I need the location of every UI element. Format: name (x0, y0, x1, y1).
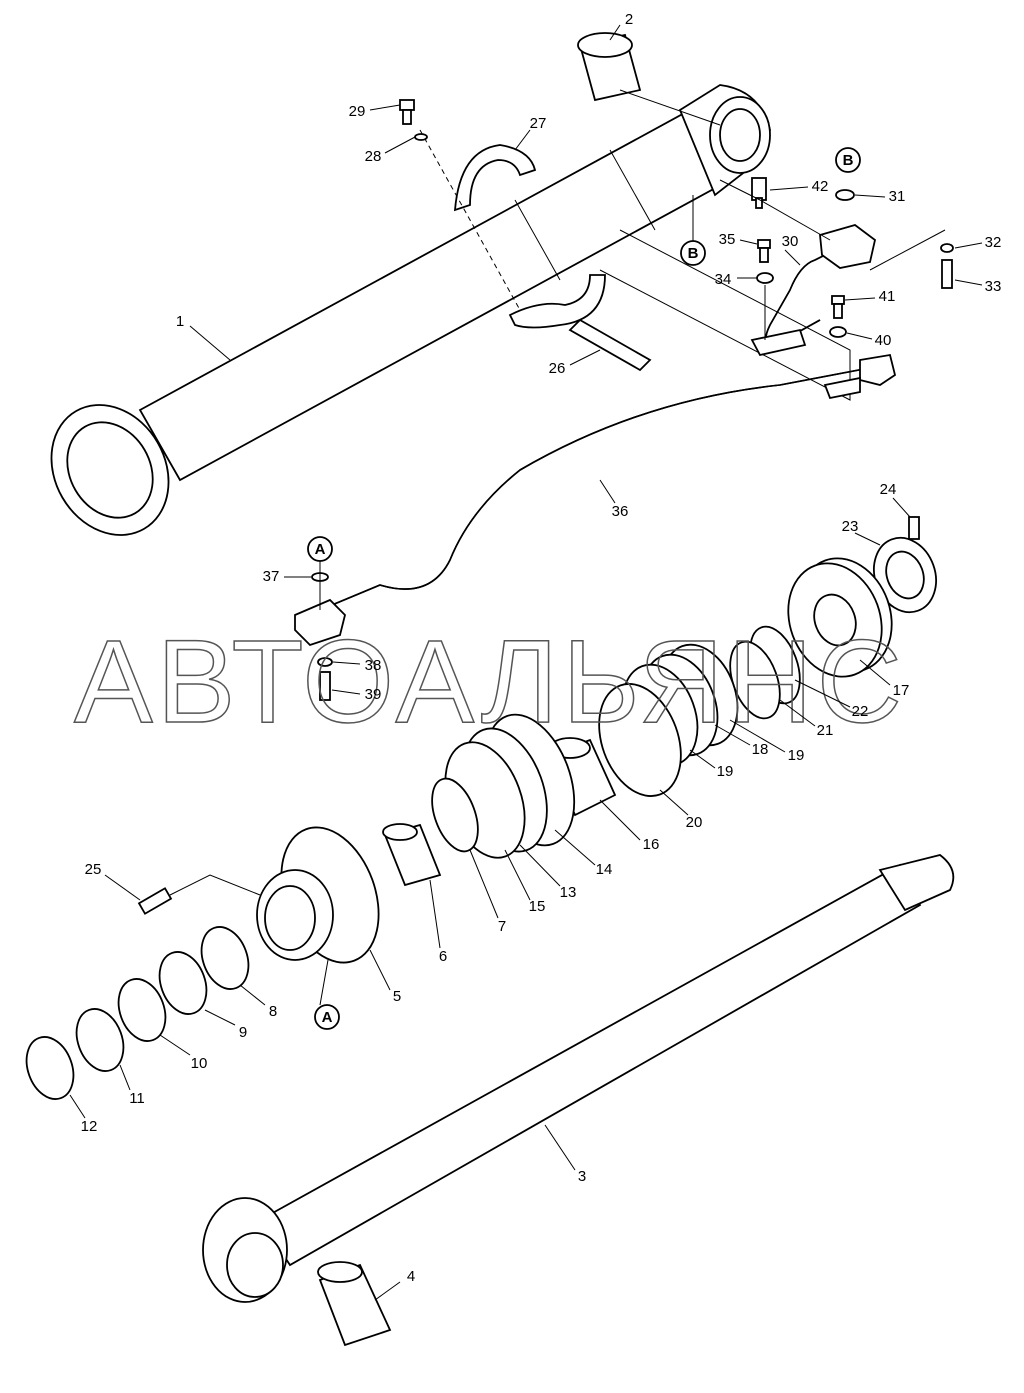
washer-34 (756, 272, 774, 284)
tube-eye-end (678, 84, 771, 197)
label-39: 39 (365, 686, 382, 703)
label-28: 28 (365, 148, 382, 165)
label-32: 32 (985, 234, 1002, 251)
piston-17 (787, 557, 893, 678)
label-13: 13 (560, 884, 577, 901)
pipe-36 (294, 353, 897, 647)
label-23: 23 (842, 518, 859, 535)
pipe-30 (750, 224, 877, 357)
seals-8-12 (25, 926, 250, 1100)
label-15: 15 (529, 898, 546, 915)
label-38: 38 (365, 657, 382, 674)
assembly-line (419, 129, 521, 311)
assembly-line (719, 179, 831, 241)
bolt-25 (137, 887, 173, 915)
label-24: 24 (880, 481, 897, 498)
label-22: 22 (852, 703, 869, 720)
label-19b: 19 (717, 763, 734, 780)
assembly-line (869, 229, 946, 271)
piston-rod-3 (202, 854, 955, 1303)
assembly-line (599, 229, 851, 401)
label-35: 35 (719, 231, 736, 248)
label-30: 30 (782, 233, 799, 250)
washer-28 (414, 133, 428, 141)
label-25: 25 (85, 861, 102, 878)
label-9: 9 (239, 1024, 247, 1041)
clamp-27 (453, 144, 537, 212)
nut-23 (873, 536, 937, 614)
label-41: 41 (879, 288, 896, 305)
label-34: 34 (715, 271, 732, 288)
clamp-26 (508, 274, 652, 372)
label-7: 7 (498, 918, 506, 935)
oring-31 (835, 189, 855, 201)
label-4: 4 (407, 1268, 415, 1285)
seal-rings (598, 625, 801, 797)
label-31: 31 (889, 188, 906, 205)
svg-text:B: B (843, 152, 854, 169)
label-3: 3 (578, 1168, 586, 1185)
bolt-33 (941, 259, 953, 289)
washer-38 (317, 657, 333, 667)
label-29: 29 (349, 103, 366, 120)
cylinder-head-5 (256, 826, 380, 964)
callout-a-top: A (307, 536, 333, 562)
label-6: 6 (439, 948, 447, 965)
label-8: 8 (269, 1003, 277, 1020)
label-40: 40 (875, 332, 892, 349)
svg-text:B: B (688, 245, 699, 262)
bushing-2 (577, 32, 721, 126)
bolt-35 (757, 239, 771, 263)
washer-32 (940, 243, 954, 253)
bushing-4 (317, 1261, 392, 1347)
svg-text:A: A (315, 541, 326, 558)
bushing-6 (382, 823, 442, 887)
washer-40 (829, 326, 847, 338)
label-33: 33 (985, 278, 1002, 295)
label-36: 36 (612, 503, 629, 520)
label-11: 11 (129, 1090, 145, 1107)
bolt-39 (319, 671, 331, 701)
label-42: 42 (812, 178, 829, 195)
label-37: 37 (263, 568, 280, 585)
setscrew-24 (908, 516, 920, 540)
callout-b-left: B (680, 240, 706, 266)
rings-13-15 (444, 713, 576, 859)
label-12: 12 (81, 1118, 98, 1135)
label-5: 5 (393, 988, 401, 1005)
part-labels: 1 2 3 4 5 6 7 8 9 10 11 12 13 14 15 16 1… (81, 11, 1002, 1285)
label-20: 20 (686, 814, 703, 831)
label-19: 19 (788, 747, 805, 764)
label-21: 21 (817, 722, 834, 739)
callout-b-top: B (835, 147, 861, 173)
svg-text:A: A (322, 1009, 333, 1026)
label-26: 26 (549, 360, 566, 377)
label-1: 1 (176, 313, 184, 330)
label-17: 17 (893, 682, 910, 699)
label-27: 27 (530, 115, 547, 132)
label-2: 2 (625, 11, 633, 28)
bolt-42 (751, 177, 767, 209)
callout-a-bottom: A (314, 1004, 340, 1030)
bolt-29 (399, 99, 415, 125)
label-14: 14 (596, 861, 613, 878)
cylinder-tube (50, 108, 732, 536)
ring-7 (431, 777, 479, 853)
leader-lines (69, 24, 983, 1301)
assembly-line (169, 874, 261, 896)
bolt-41 (831, 295, 845, 319)
watermark-text: АВТОАЛЬЯНС (74, 616, 906, 748)
label-10: 10 (191, 1055, 208, 1072)
label-16: 16 (643, 836, 660, 853)
label-18: 18 (752, 741, 769, 758)
